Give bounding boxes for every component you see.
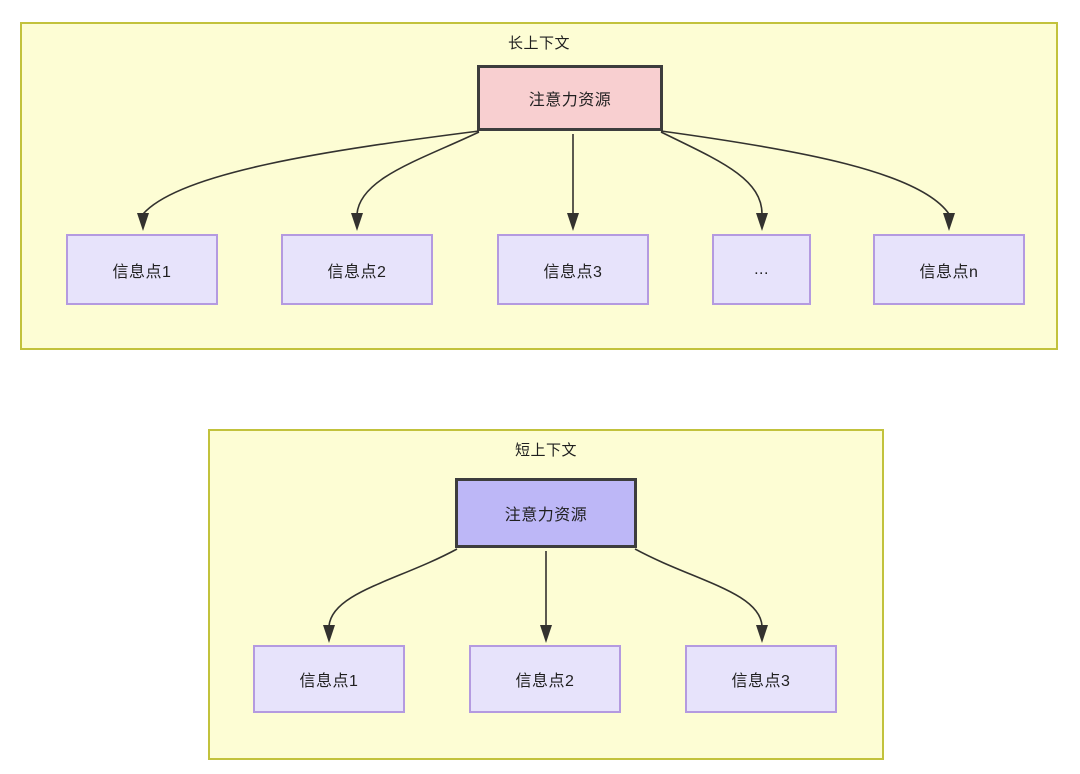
node-long-info-point-1[interactable]: 信息点1 (66, 234, 218, 305)
node-long-info-point-3[interactable]: 信息点3 (497, 234, 649, 305)
node-short-attention-resource[interactable]: 注意力资源 (455, 478, 637, 548)
node-long-info-point-ellipsis[interactable]: ... (712, 234, 811, 305)
group-short-context-title: 短上下文 (514, 442, 577, 459)
node-short-info-point-3[interactable]: 信息点3 (685, 645, 837, 713)
node-short-info-point-2[interactable]: 信息点2 (469, 645, 621, 713)
group-long-context-title: 长上下文 (507, 35, 570, 52)
node-short-info-point-1[interactable]: 信息点1 (253, 645, 405, 713)
node-long-attention-resource[interactable]: 注意力资源 (477, 65, 663, 131)
node-long-info-point-2[interactable]: 信息点2 (281, 234, 433, 305)
node-long-info-point-n[interactable]: 信息点n (873, 234, 1025, 305)
